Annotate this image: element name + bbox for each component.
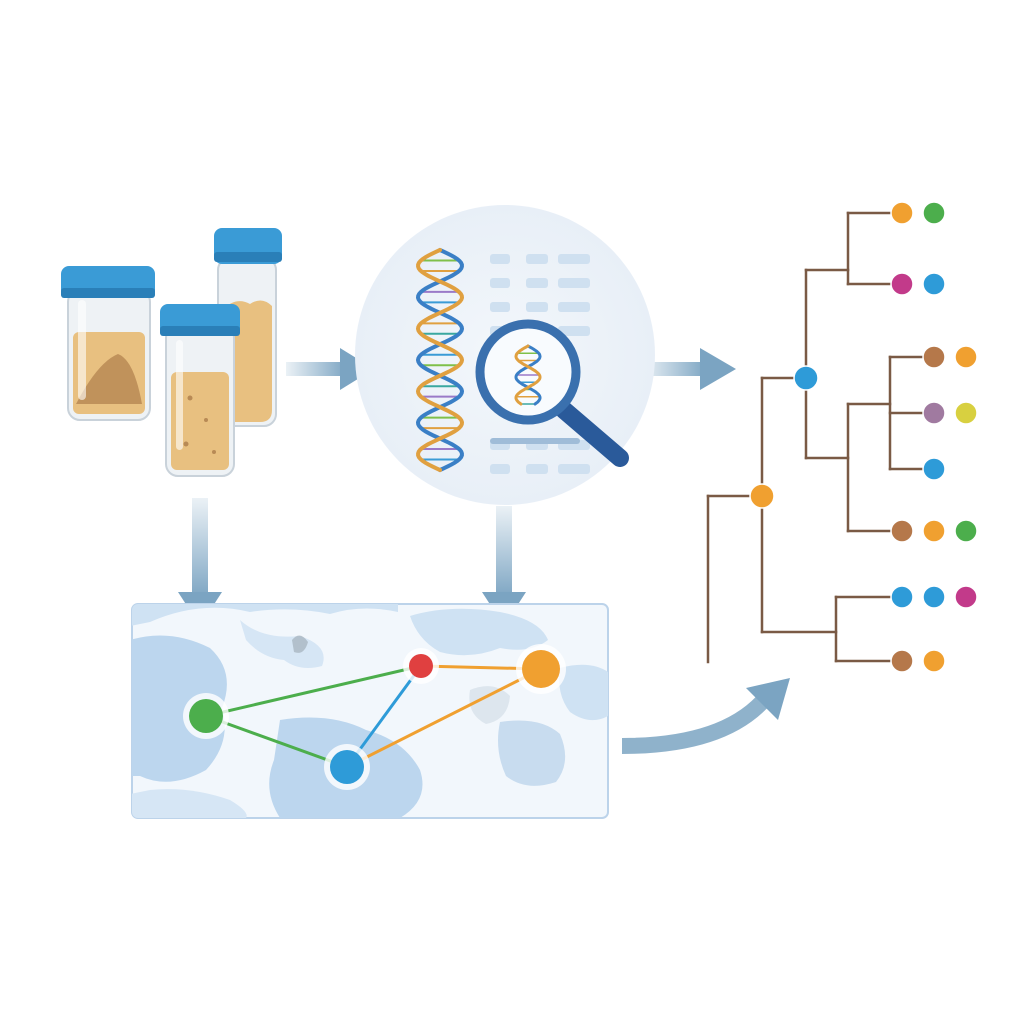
sequence-line [526, 302, 548, 312]
sequence-line [490, 438, 580, 444]
world-map-icon [131, 603, 609, 819]
tree-leaf-node [922, 649, 946, 673]
flow-arrow-icon [642, 348, 736, 390]
tree-leaf-node [922, 201, 946, 225]
tree-leaf-node [890, 649, 914, 673]
network-node [189, 699, 223, 733]
tree-internal-node [793, 365, 819, 391]
network-node [330, 750, 364, 784]
tree-leaf-node [922, 401, 946, 425]
dna-helix-icon [514, 344, 542, 406]
dna-helix-icon [415, 248, 465, 472]
sequence-line [526, 278, 548, 288]
tree-leaf-node [954, 345, 978, 369]
tree-leaf-node [890, 519, 914, 543]
tree-leaf-node [890, 201, 914, 225]
tree-leaf-node [922, 345, 946, 369]
network-edge [346, 667, 542, 769]
dna-strand [415, 248, 465, 472]
sequence-line [490, 464, 510, 474]
tree-internal-node [749, 483, 775, 509]
sequence-line [558, 326, 590, 336]
sample-jar-left [61, 266, 155, 421]
dna-strand [514, 344, 542, 406]
tree-leaf-node [890, 272, 914, 296]
network-edge [205, 714, 348, 769]
flow-arrow-icon [621, 678, 790, 754]
sequence-line [526, 254, 548, 264]
sequence-line [490, 278, 510, 288]
tree-leaf-node [954, 401, 978, 425]
tree-leaf-node [922, 272, 946, 296]
sample-jar-icon [61, 228, 282, 477]
sequence-line [490, 254, 510, 264]
network-node [409, 654, 433, 678]
tree-leaf-node [954, 585, 978, 609]
tree-leaf-node [890, 585, 914, 609]
dna-strand [415, 248, 465, 472]
sample-jar-front [160, 304, 240, 477]
sequence-line [558, 254, 590, 264]
sequence-line [490, 302, 510, 312]
sequence-line [526, 464, 548, 474]
tree-leaf-node [922, 519, 946, 543]
tree-leaf-node [954, 519, 978, 543]
magnifying-glass-icon [475, 319, 629, 467]
sequence-line [558, 278, 590, 288]
network-edge [205, 664, 422, 718]
dna-strand [514, 344, 542, 406]
sample-network [183, 644, 566, 790]
sequence-line [558, 302, 590, 312]
tree-leaf-node [922, 457, 946, 481]
network-node [522, 650, 560, 688]
map-landmasses [132, 604, 608, 818]
sequence-line [558, 464, 590, 474]
tree-leaf-node [922, 585, 946, 609]
sequencing-panel [355, 205, 655, 505]
phylogenetic-tree-icon [706, 201, 978, 673]
